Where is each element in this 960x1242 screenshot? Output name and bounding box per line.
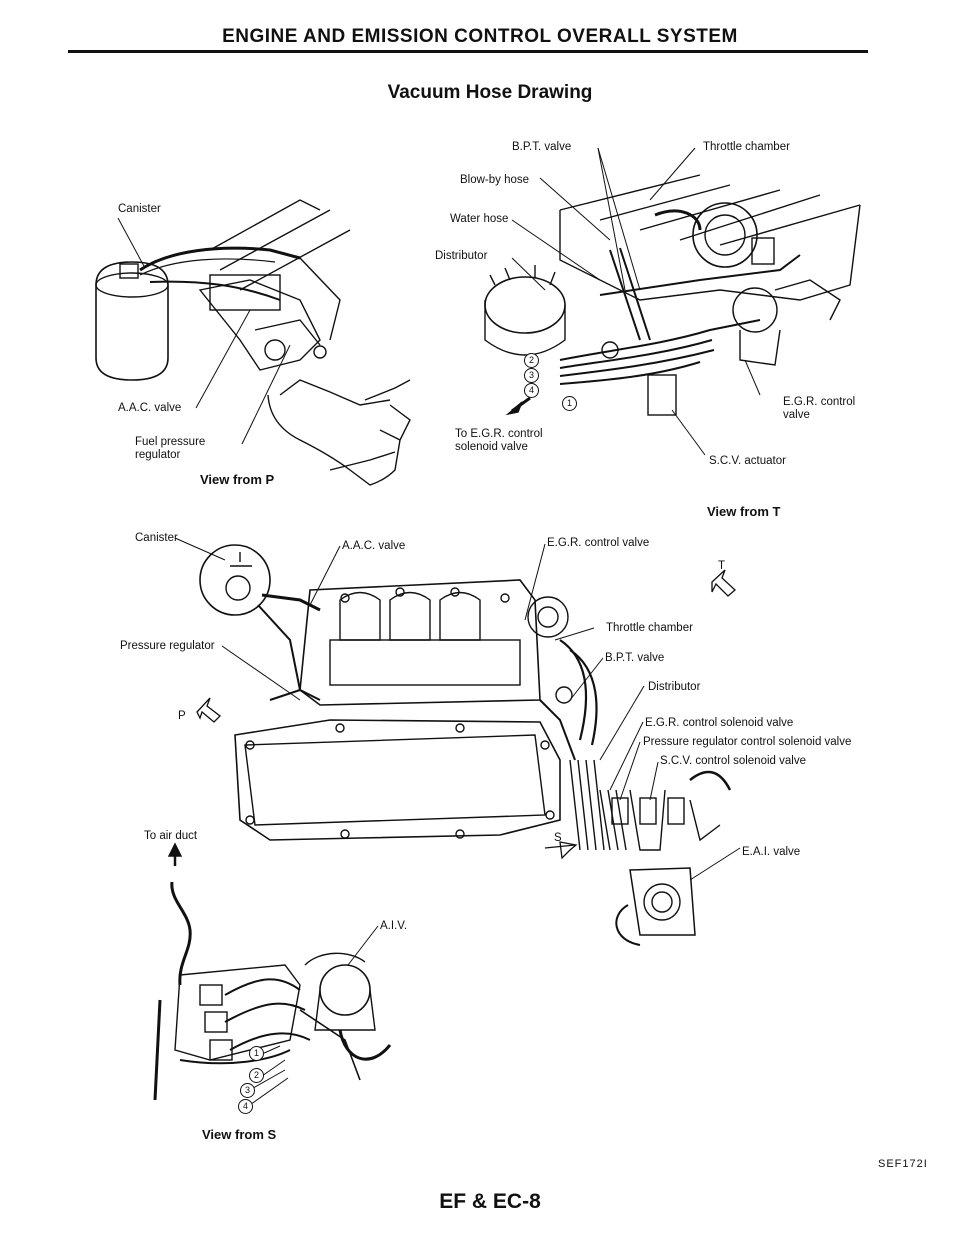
hose-number-2-t: 2	[524, 353, 539, 368]
label-aiv: A.I.V.	[380, 920, 408, 932]
caption-view-from-p: View from P	[200, 472, 275, 487]
hose-number-3-s: 3	[240, 1083, 255, 1098]
caption-view-from-t: View from T	[707, 504, 781, 519]
label-aac-valve-main: A.A.C. valve	[342, 540, 406, 552]
hose-number-4-t: 4	[524, 383, 539, 398]
label-pressure-regulator-control-solenoid-valve: Pressure regulator control solenoid valv…	[643, 736, 852, 748]
label-fuel-pressure-regulator-2: regulator	[135, 449, 181, 461]
label-egr-control-valve-t-1: E.G.R. control	[783, 396, 856, 408]
section-title: ENGINE AND EMISSION CONTROL OVERALL SYST…	[222, 26, 738, 47]
label-to-egr-solenoid-1: To E.G.R. control	[455, 428, 543, 440]
page-number: EF & EC-8	[439, 1190, 541, 1213]
label-egr-control-solenoid-valve: E.G.R. control solenoid valve	[645, 717, 794, 729]
label-scv-actuator: S.C.V. actuator	[709, 455, 786, 467]
label-distributor-t: Distributor	[435, 250, 488, 262]
label-scv-control-solenoid-valve: S.C.V. control solenoid valve	[660, 755, 806, 767]
hose-number-3-t: 3	[524, 368, 539, 383]
label-blowby-hose: Blow-by hose	[460, 174, 530, 186]
label-canister-p: Canister	[118, 203, 161, 215]
view-p-illustration	[95, 199, 411, 486]
hose-number-1-s: 1	[249, 1046, 264, 1061]
drawing-title: Vacuum Hose Drawing	[387, 82, 593, 103]
arrow-label-p: P	[178, 710, 186, 722]
hose-number-4-s: 4	[238, 1099, 253, 1114]
label-egr-control-valve-main: E.G.R. control valve	[547, 537, 650, 549]
label-egr-control-valve-t-2: valve	[783, 409, 810, 421]
arrow-label-s: S	[554, 832, 562, 844]
view-t-illustration	[484, 147, 861, 456]
label-bpt-valve-main: B.P.T. valve	[605, 652, 665, 664]
label-to-egr-solenoid-2: solenoid valve	[455, 441, 528, 453]
figure-code: SEF172I	[878, 1158, 928, 1170]
view-s-illustration	[153, 881, 392, 1108]
label-pressure-regulator-main: Pressure regulator	[120, 640, 215, 652]
label-throttle-chamber-main: Throttle chamber	[606, 622, 693, 634]
label-aac-valve-p: A.A.C. valve	[118, 402, 182, 414]
label-throttle-chamber-t: Throttle chamber	[703, 141, 790, 153]
label-eai-valve: E.A.I. valve	[742, 846, 801, 858]
label-distributor-main: Distributor	[648, 681, 701, 693]
arrow-label-t: T	[718, 560, 726, 572]
hose-number-1-t: 1	[562, 396, 577, 411]
header-rule	[68, 50, 868, 53]
hose-number-2-s: 2	[249, 1068, 264, 1083]
caption-view-from-s: View from S	[202, 1127, 277, 1142]
label-to-air-duct: To air duct	[144, 830, 198, 842]
main-view-illustration	[167, 537, 741, 946]
label-water-hose: Water hose	[450, 213, 509, 225]
label-canister-main: Canister	[135, 532, 178, 544]
label-fuel-pressure-regulator-1: Fuel pressure	[135, 436, 206, 448]
label-bpt-valve-t: B.P.T. valve	[512, 141, 572, 153]
